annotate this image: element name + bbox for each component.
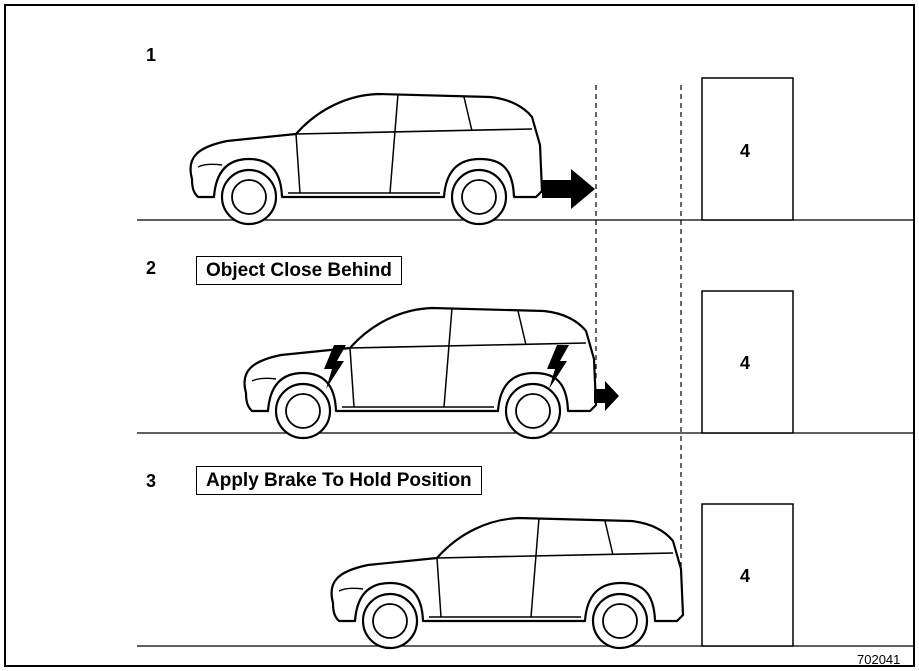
object-box-1	[701, 77, 794, 221]
object-number-3: 4	[740, 566, 751, 586]
motion-arrow-small	[594, 381, 619, 411]
car-scene-2	[243, 306, 598, 440]
scene-number-3: 3	[146, 471, 157, 491]
object-number-2: 4	[740, 353, 751, 373]
car-scene-3	[330, 516, 685, 650]
object-number-1: 4	[740, 141, 751, 161]
object-box-3	[701, 503, 794, 647]
scene-number-2: 2	[146, 258, 157, 278]
object-box-2	[701, 290, 794, 434]
car-scene-1	[189, 92, 544, 226]
motion-arrow-large	[542, 169, 595, 209]
label-object-close-behind: Object Close Behind	[196, 256, 402, 285]
figure-code: 702041	[857, 652, 901, 667]
label-apply-brake: Apply Brake To Hold Position	[196, 466, 482, 495]
scene-number-1: 1	[146, 45, 157, 65]
